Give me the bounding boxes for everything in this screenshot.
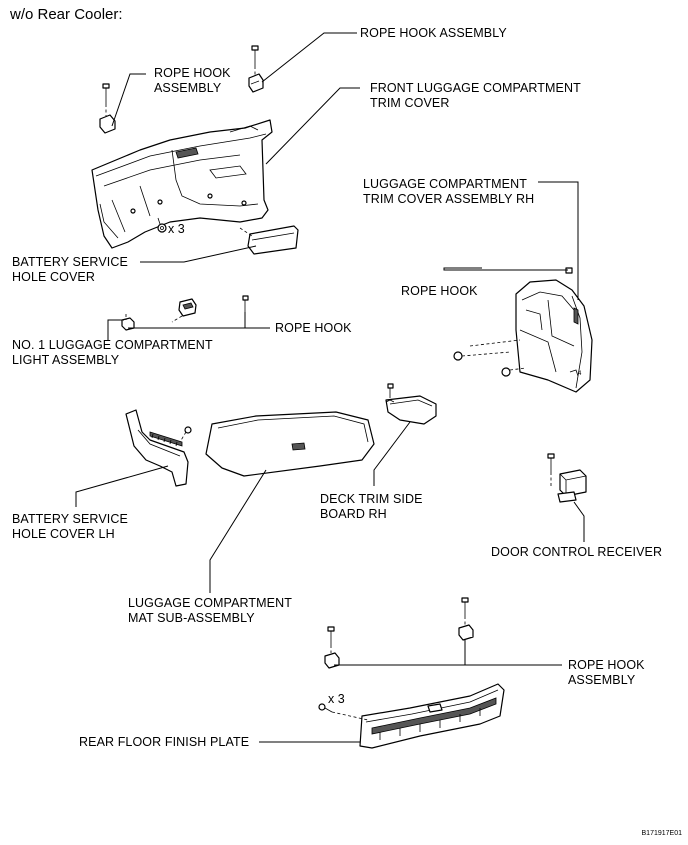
- label-rope-hook-assembly-top: ROPE HOOK ASSEMBLY: [360, 26, 507, 40]
- door-control-receiver-part: [547, 453, 587, 503]
- trim-cover-assembly-rh-part: 4: [453, 267, 593, 393]
- leader-lines: [75, 32, 585, 743]
- light-assembly-part: [171, 298, 197, 323]
- label-rope-hook-right: ROPE HOOK: [401, 284, 478, 298]
- label-rear-floor-finish-plate: REAR FLOOR FINISH PLATE: [79, 735, 250, 749]
- page-title: w/o Rear Cooler:: [10, 6, 123, 23]
- rear-floor-finish-plate-part: [318, 683, 505, 749]
- label-rope-hook-assembly-bottom: ROPE HOOK ASSEMBLY: [568, 658, 645, 687]
- battery-service-hole-cover-part: [239, 225, 299, 255]
- label-front-trim-cover: FRONT LUGGAGE COMPARTMENT TRIM COVER: [370, 81, 581, 110]
- front-trim-cover-part: [91, 119, 273, 249]
- label-deck-trim-side-board-rh: DECK TRIM SIDE BOARD RH: [320, 492, 423, 521]
- label-battery-service-hole-cover: BATTERY SERVICE HOLE COVER: [12, 255, 128, 284]
- label-rope-hook-assembly-left: ROPE HOOK ASSEMBLY: [154, 66, 231, 95]
- label-mat-sub-assembly: LUGGAGE COMPARTMENT MAT SUB-ASSEMBLY: [128, 596, 292, 625]
- label-light-assembly: NO. 1 LUGGAGE COMPARTMENT LIGHT ASSEMBLY: [12, 338, 213, 367]
- svg-text:4: 4: [578, 371, 582, 377]
- rope-hook-assembly-bottom-part: [324, 597, 474, 669]
- rope-hook-assembly-left-part: [99, 83, 116, 134]
- mat-sub-assembly-part: [205, 411, 375, 477]
- label-rope-hook-center: ROPE HOOK: [275, 321, 352, 335]
- battery-service-hole-cover-lh-part: [125, 409, 192, 487]
- label-trim-cover-assembly-rh: LUGGAGE COMPARTMENT TRIM COVER ASSEMBLY …: [363, 177, 535, 206]
- label-battery-service-hole-cover-lh: BATTERY SERVICE HOLE COVER LH: [12, 512, 128, 541]
- front-cover-clip-part: [157, 217, 167, 233]
- figure-code: B171917E01: [641, 830, 682, 837]
- rope-hook-assembly-top-part: [248, 45, 264, 93]
- label-front-cover-clip-count: x 3: [168, 222, 185, 236]
- label-floor-plate-screw-count: x 3: [328, 692, 345, 706]
- label-door-control-receiver: DOOR CONTROL RECEIVER: [491, 545, 663, 559]
- deck-trim-side-board-rh-part: [385, 383, 437, 425]
